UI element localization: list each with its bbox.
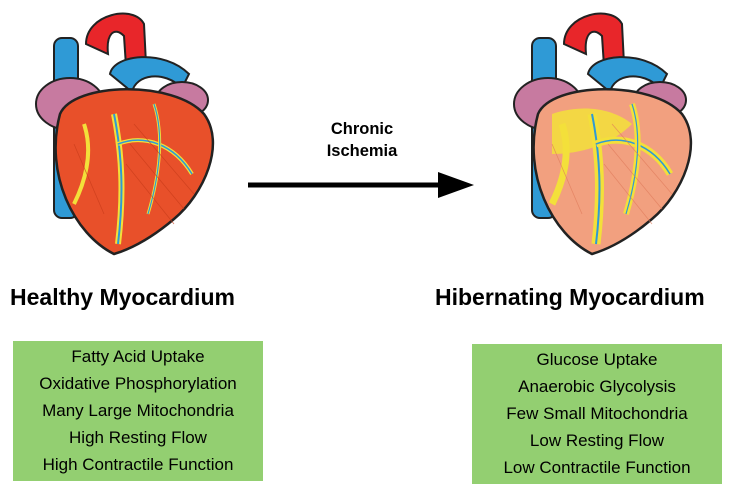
right-arrow-icon [248, 172, 474, 198]
hibernating-feature: Low Resting Flow [529, 431, 665, 450]
hibernating-feature: Anaerobic Glycolysis [518, 377, 676, 396]
hibernating-feature: Low Contractile Function [503, 458, 691, 477]
healthy-feature: Fatty Acid Uptake [71, 347, 205, 366]
healthy-feature: Oxidative Phosphorylation [39, 374, 237, 393]
arrow-label: Chronic Ischemia [248, 118, 476, 162]
hibernating-title: Hibernating Myocardium [435, 284, 705, 310]
healthy-feature: High Resting Flow [69, 428, 207, 447]
hibernating-feature: Glucose Uptake [536, 350, 658, 369]
hibernating-heart-illustration [513, 12, 693, 256]
healthy-feature: High Contractile Function [42, 455, 234, 474]
healthy-heart-illustration [35, 12, 215, 256]
hibernating-feature: Few Small Mitochondria [506, 404, 688, 423]
healthy-feature: Many Large Mitochondria [42, 401, 234, 420]
arrow-label-line1: Chronic [330, 120, 394, 138]
arrow-label-line2: Ischemia [326, 142, 398, 160]
healthy-features-box: Fatty Acid Uptake Oxidative Phosphorylat… [13, 341, 263, 481]
healthy-ventricle [54, 88, 215, 256]
chronic-ischemia-arrow: Chronic Ischemia [248, 118, 476, 208]
healthy-title: Healthy Myocardium [10, 284, 235, 310]
hibernating-features-box: Glucose Uptake Anaerobic Glycolysis Few … [472, 344, 722, 484]
